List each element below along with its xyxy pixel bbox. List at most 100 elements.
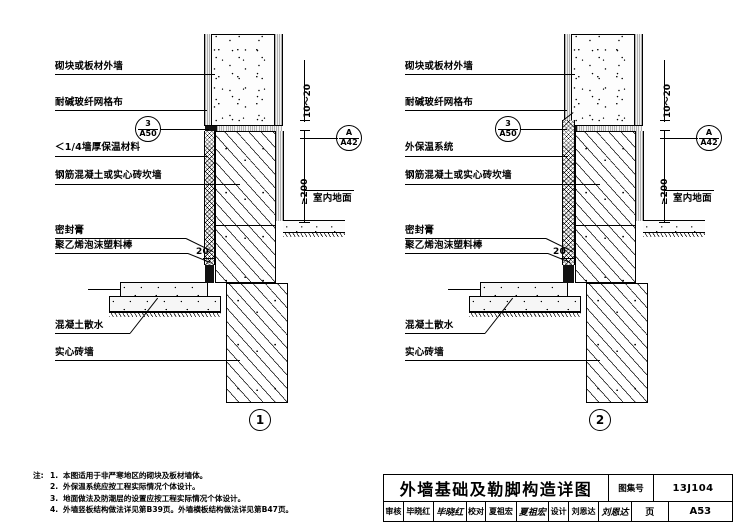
detail1-label-foam-rod: 聚乙烯泡沫塑料棒	[55, 240, 133, 251]
detail1-label-plinth-wall: 钢筋混凝土或实心砖坎墙	[55, 170, 162, 181]
note-index: 3.	[50, 493, 59, 503]
detail2-apron-base-outline	[469, 296, 581, 312]
detail2-inner-plaster	[635, 34, 642, 126]
detail2-render-edge-left	[564, 34, 565, 126]
detail2-block-wall-body	[572, 34, 634, 126]
check-label: 校对	[467, 502, 487, 521]
note-text: 外保温系统应按工程实际情况个体设计。	[63, 482, 200, 492]
detail1-apron-subgrade	[109, 312, 221, 317]
design-name: 刘恩达	[569, 502, 600, 521]
detail2-external-insulation-system	[563, 120, 574, 265]
detail2-bubble-a50[interactable]: 3 A50	[495, 116, 521, 142]
detail2-bubble-a42-bottom: A42	[700, 138, 718, 147]
detail2-bed-mortar	[577, 126, 642, 131]
detail1-block-wall-body	[212, 34, 274, 126]
detail2-dim-gap-tick-bot	[660, 130, 670, 131]
detail1-joint-sealant	[205, 265, 214, 283]
note-index: 2.	[50, 482, 59, 492]
note-row: 3. 地面做法及防潮层的设置应按工程实际情况个体设计。	[33, 493, 293, 504]
detail2-indoor-floor-top	[643, 220, 705, 221]
detail1-indoor-subgrade	[283, 232, 345, 237]
detail2-apron-base	[470, 297, 580, 311]
detail1-leader-brick-wall	[55, 360, 240, 361]
detail2-leader-insulation	[405, 156, 568, 157]
detail2-label-indoor-floor: 室内地面	[673, 193, 712, 204]
detail1-label-apron: 混凝土散水	[55, 320, 104, 331]
notes-spacer	[33, 481, 50, 492]
detail1-apron-left-leader	[88, 289, 121, 290]
detail2-leader-a50	[521, 129, 567, 130]
detail1-dim-joint-text: 20	[196, 247, 209, 257]
note-text: 外墙竖板结构做法详见第B39页。外墙横板结构做法详见第B47页。	[63, 505, 294, 515]
detail2-interior-finish-edge	[643, 131, 644, 221]
detail1-apron-slab-outline	[120, 282, 208, 297]
detail2-label-sealant: 密封膏	[405, 225, 435, 236]
notes-spacer	[33, 493, 50, 504]
detail2-dim-gap-text: 10～20	[663, 83, 673, 118]
page-label: 页	[632, 502, 669, 521]
detail1-interior-finish-edge	[283, 131, 284, 221]
detail1-label-block-wall: 砌块或板材外墙	[55, 61, 123, 72]
detail2-label-foam-rod: 聚乙烯泡沫塑料棒	[405, 240, 483, 251]
detail1-leader-a42	[300, 138, 338, 139]
detail1-plinth-wall-outline	[215, 131, 276, 283]
detail2-label-mesh: 耐碱玻纤网格布	[405, 97, 473, 108]
detail1-bubble-a50-divider	[138, 128, 158, 130]
detail2-bubble-a42[interactable]: A A42	[696, 125, 722, 151]
detail1-dim-height-tick-bot	[299, 222, 310, 223]
detail1-bubble-a42[interactable]: A A42	[336, 125, 362, 151]
detail2-bubble-a50-bottom: A50	[499, 129, 517, 138]
note-row: 4. 外墙竖板结构做法详见第B39页。外墙横板结构做法详见第B47页。	[33, 504, 293, 515]
note-row: 2. 外保温系统应按工程实际情况个体设计。	[33, 481, 293, 492]
detail1-bearing-seal	[205, 126, 217, 131]
detail2-dim-gap-line	[664, 60, 665, 122]
page-number: A53	[689, 506, 712, 517]
detail1-plinth-wall-body	[215, 131, 275, 283]
detail2-apron-subgrade	[469, 312, 581, 317]
detail1-leader-apron	[55, 333, 130, 334]
check-name: 夏祖宏	[486, 502, 517, 521]
detail1-leader-sealant	[55, 238, 186, 239]
detail1-label-insulation: ＜1/4墙厚保温材料	[55, 142, 141, 153]
detail2-leader-plinth-wall	[405, 184, 600, 185]
detail1-bed-mortar	[217, 126, 282, 131]
detail2-leader-indoor-floor	[664, 190, 714, 191]
detail2-number: 2	[595, 413, 605, 427]
detail2-brick-wall-body	[587, 283, 647, 403]
detail1-leader-plinth-wall	[55, 184, 240, 185]
detail1-bubble-a42-bottom: A42	[340, 138, 358, 147]
detail1-insulation-edge-right	[214, 131, 215, 265]
detail1-render-coat	[205, 34, 211, 126]
detail2-bed-mortar-top	[563, 125, 642, 126]
detail2-plinth-course-line	[575, 225, 636, 226]
detail1-block-wall-outline	[211, 34, 275, 126]
detail1-dim-gap-tick-top	[300, 120, 310, 121]
detail1-number: 1	[255, 413, 265, 427]
title-block-top-row: 外墙基础及勒脚构造详图 图集号 13J104	[384, 475, 732, 502]
detail2-indoor-floor-screed	[643, 221, 705, 232]
detail2-bubble-a50-divider	[498, 128, 518, 130]
title-block-bottom-row: 审核 毕晓红 毕晓红 校对 夏祖宏 夏祖宏 设计 刘恩达 刘恩达 页 A53	[384, 502, 732, 521]
note-row: 注: 1. 本图适用于非严寒地区的砌块及板材墙体。	[33, 470, 293, 481]
note-index: 1.	[50, 471, 59, 480]
detail1-leader-a50	[161, 129, 209, 130]
detail2-number-circle: 2	[589, 409, 611, 431]
detail1-leader-indoor-floor	[304, 190, 354, 191]
detail2-label-block-wall: 砌块或板材外墙	[405, 61, 473, 72]
detail2-dim-height-text: ≥200	[660, 178, 670, 205]
notes-block: 注: 1. 本图适用于非严寒地区的砌块及板材墙体。 2. 外保温系统应按工程实际…	[33, 470, 293, 516]
review-name: 毕晓红	[404, 502, 434, 521]
detail2-joint-tick	[561, 258, 575, 259]
detail1-bubble-a50[interactable]: 3 A50	[135, 116, 161, 142]
detail1-bed-mortar-top	[205, 125, 282, 126]
detail1-inner-plaster-edge	[282, 34, 283, 126]
detail2-plinth-wall-outline	[575, 131, 636, 283]
detail1-indoor-floor-top	[283, 220, 345, 221]
notes-spacer	[33, 504, 50, 515]
design-signature: 刘恩达	[599, 502, 632, 521]
detail1-brick-wall-outline	[226, 283, 288, 403]
detail1-dim-height-text: ≥200	[300, 178, 310, 205]
check-signature: 夏祖宏	[517, 502, 550, 521]
detail2-brick-wall-outline	[586, 283, 648, 403]
